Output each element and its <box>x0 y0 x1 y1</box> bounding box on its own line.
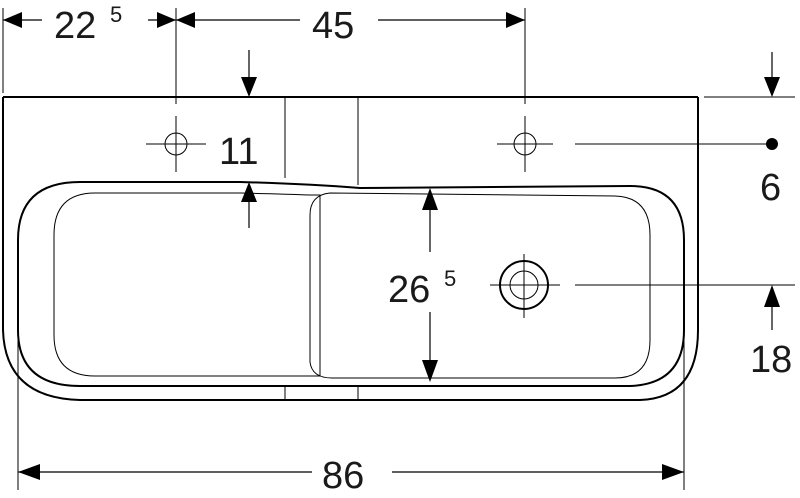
dim-left-offset: 22 5 <box>3 2 176 47</box>
dim-left-offset-sup: 5 <box>110 2 122 27</box>
tap-hole-right <box>497 116 553 172</box>
dim-drain-from-front-value: 18 <box>750 339 792 381</box>
dim-tap-hole-spacing: 45 <box>176 5 525 47</box>
dim-drain-from-front: 18 <box>750 285 792 381</box>
dim-tap-from-back: 11 <box>219 50 258 228</box>
dim-bowl-depth-sup: 5 <box>444 266 456 291</box>
dim-overall-width: 86 <box>18 455 684 497</box>
basin-outer-rim <box>1 97 699 401</box>
bowl-floor <box>53 192 321 377</box>
drain-outlet <box>490 254 560 318</box>
dim-overall-width-value: 86 <box>322 455 364 497</box>
dim-bowl-depth: 26 5 <box>388 188 456 382</box>
tap-hole-left <box>146 116 206 172</box>
extension-lines <box>2 8 795 490</box>
dim-left-offset-value: 22 <box>54 5 96 47</box>
bowl-rim <box>17 181 685 387</box>
dim-tap-hole-spacing-value: 45 <box>312 5 354 47</box>
basin-body <box>1 96 699 401</box>
shelf-floor <box>309 192 651 379</box>
dim-right-hole-from-back: 6 <box>760 52 781 209</box>
dim-tap-from-back-value: 11 <box>219 131 258 173</box>
dim-right-hole-from-back-value: 6 <box>760 167 781 209</box>
dim-bowl-depth-value: 26 <box>388 269 430 311</box>
